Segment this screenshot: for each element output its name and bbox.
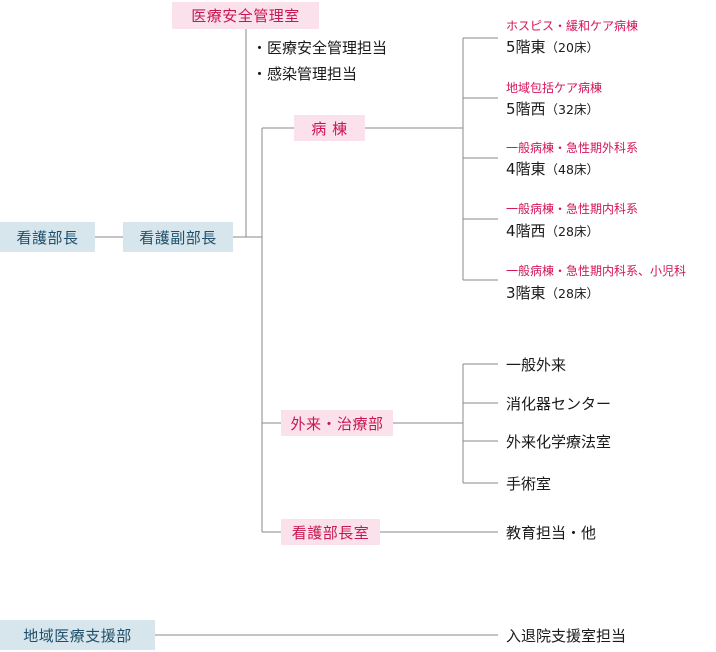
ward-beds: （48床） xyxy=(545,162,599,177)
education-label: 教育担当・他 xyxy=(506,524,597,542)
outpatient-unit: 手術室 xyxy=(506,475,552,493)
ward-type: 一般病棟・急性期外科系 xyxy=(506,141,639,155)
ward-type: 一般病棟・急性期内科系、小児科 xyxy=(506,264,687,278)
safety-duty-item: ・医療安全管理担当 xyxy=(252,39,388,57)
outpatient-unit: 外来化学療法室 xyxy=(506,433,612,451)
node-gairai-chiryou: 外来・治療部 xyxy=(281,410,393,436)
outpatient-unit: 消化器センター xyxy=(506,395,612,413)
node-kango-fukubuchou: 看護副部長 xyxy=(123,222,233,252)
node-byoutou: 病 棟 xyxy=(294,115,365,141)
ward-beds: （32床） xyxy=(545,102,599,117)
outpatient-unit: 一般外来 xyxy=(506,356,567,374)
ward-beds: （28床） xyxy=(545,286,599,301)
ward-type: 一般病棟・急性期内科系 xyxy=(506,202,639,216)
ward-floor: 4階西（28床） xyxy=(506,220,599,241)
ward-beds: （20床） xyxy=(545,40,599,55)
ward-floor-name: 3階東 xyxy=(506,284,546,302)
node-chiiki: 地域医療支援部 xyxy=(0,620,155,650)
ward-floor-name: 4階西 xyxy=(506,222,546,240)
ward-type: 地域包括ケア病棟 xyxy=(506,81,603,95)
ward-floor: 5階東（20床） xyxy=(506,36,599,57)
ward-floor: 4階東（48床） xyxy=(506,158,599,179)
node-iryou-anzen: 医療安全管理室 xyxy=(172,2,319,29)
ward-floor-name: 5階東 xyxy=(506,38,546,56)
ward-floor-name: 4階東 xyxy=(506,160,546,178)
ward-type: ホスピス・緩和ケア病棟 xyxy=(506,19,639,33)
ward-floor: 5階西（32床） xyxy=(506,98,599,119)
safety-duty-item: ・感染管理担当 xyxy=(252,65,358,83)
ward-floor: 3階東（28床） xyxy=(506,282,599,303)
node-buchoushitsu: 看護部長室 xyxy=(281,519,380,545)
ward-beds: （28床） xyxy=(545,224,599,239)
discharge-label: 入退院支援室担当 xyxy=(506,627,627,645)
node-kango-buchou: 看護部長 xyxy=(0,222,95,252)
ward-floor-name: 5階西 xyxy=(506,100,546,118)
